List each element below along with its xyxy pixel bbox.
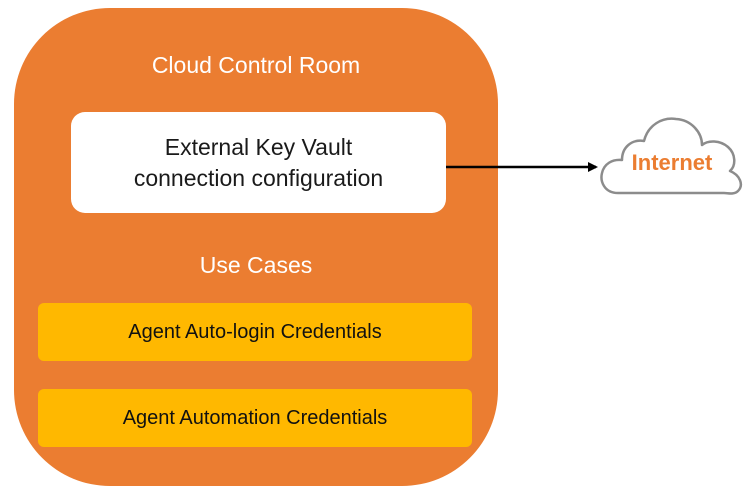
use-case-label: Agent Auto-login Credentials [128,320,382,343]
use-case-auto-login: Agent Auto-login Credentials [38,303,472,361]
config-box-line-1: External Key Vault [164,133,353,160]
internet-label: Internet [631,150,713,175]
config-box-line-2: connection configuration [133,164,384,191]
cloud-icon [600,117,742,195]
use-case-automation: Agent Automation Credentials [38,389,472,447]
cloud-control-room-container: Cloud Control Room External Key Vault co… [14,8,498,486]
use-case-label: Agent Automation Credentials [122,406,388,429]
container-title: Cloud Control Room [151,52,361,78]
use-cases-title: Use Cases [199,252,313,278]
key-vault-config-box: External Key Vault connection configurat… [71,112,446,213]
